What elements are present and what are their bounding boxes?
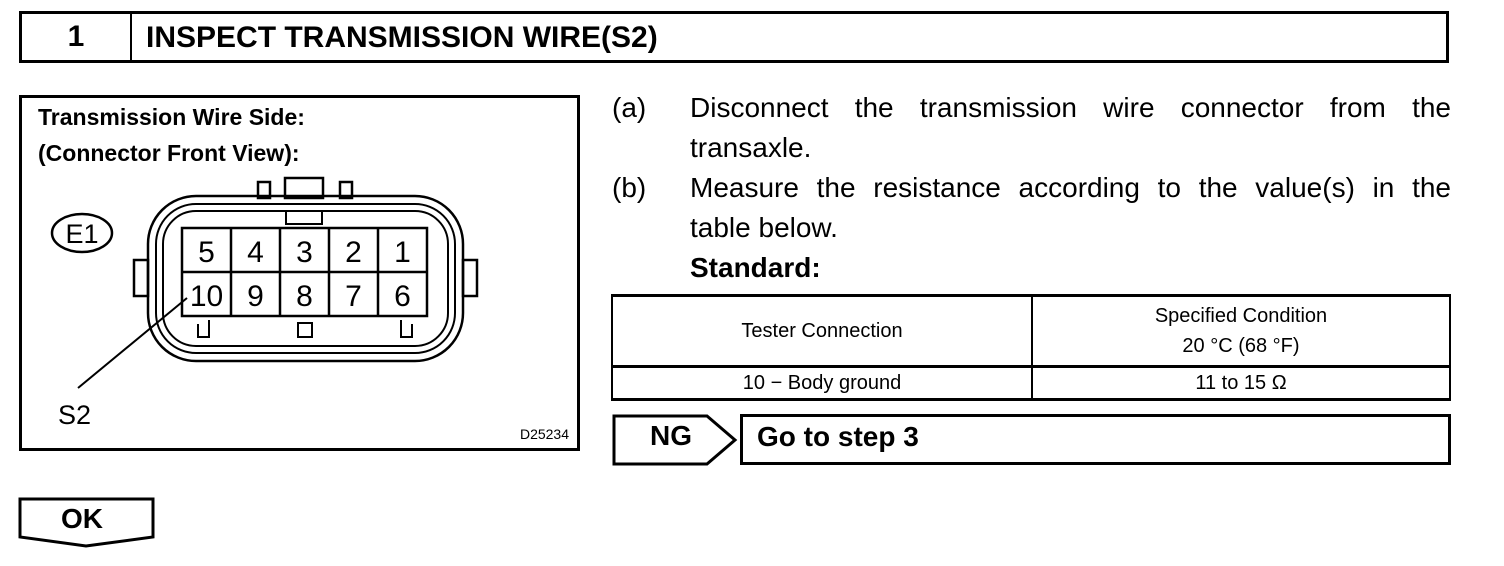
connector-id-badge [50,212,114,254]
spec-table: Tester Connection Specified Condition 20… [611,294,1451,401]
ng-label: NG [650,420,692,451]
connector-diagram: 5 4 3 2 1 10 9 8 7 6 E1 S2 [50,176,479,430]
ok-label: OK [61,503,103,534]
step-title: INSPECT TRANSMISSION WIRE(S2) [146,21,658,54]
table-header-specified-condition: Specified Condition 20 °C (68 °F) [1033,297,1449,368]
connector-tab [256,180,272,200]
pin-label: 5 [198,236,215,269]
pin-label: 1 [394,236,411,269]
connector-housing-inner [162,210,449,347]
pin-label: 10 [190,280,223,313]
pin-label: 9 [247,280,264,313]
pin-label: 8 [296,280,313,313]
instruction-text-b-line1: Measure the resistance according to the … [690,172,1451,203]
step-number: 1 [22,14,132,60]
connector-housing-middle [155,203,456,354]
pin-label: 3 [296,236,313,269]
table-cell-specified-condition: 11 to 15 Ω [1195,372,1287,394]
step-header: 1 INSPECT TRANSMISSION WIRE(S2) [19,11,1449,63]
ok-result-arrow [18,497,155,548]
instruction-label-a: (a) [612,92,647,123]
connector-inner-key [297,322,313,338]
connector-notch-left [197,320,210,338]
table-header-subtext: 20 °C (68 °F) [1182,335,1300,357]
ng-action-box: Go to step 3 [740,414,1451,465]
standard-label: Standard: [690,252,821,283]
connector-id-label: E1 [65,219,98,249]
instruction-text-b-line2: table below. [690,212,838,243]
instruction-label-b: (b) [612,172,647,203]
callout-label: S2 [58,400,91,430]
table-cell-tester-connection: 10 − Body ground [613,368,1033,398]
connector-latch-left [132,258,150,298]
pin-label: 4 [247,236,264,269]
connector-housing-outer [146,194,465,363]
table-header-text: Specified Condition [1154,305,1328,327]
instruction-text-a-line1: Disconnect the transmission wire connect… [690,92,1451,123]
ng-action-text: Go to step 3 [757,421,919,452]
pin-label: 7 [345,280,362,313]
figure-code: D25234 [519,426,569,442]
connector-latch-right [461,258,479,298]
connector-notch-right [400,320,413,338]
connector-tab [338,180,354,200]
figure-title-line1: Transmission Wire Side: [38,104,305,130]
table-header-text: Tester Connection [741,320,903,342]
ng-result-arrow [612,414,738,466]
pin-grid [180,226,429,318]
instruction-text-a-line2: transaxle. [690,132,812,163]
pin-label: 2 [345,236,362,269]
figure-title-line2: (Connector Front View): [38,140,300,166]
connector-figure: 5 4 3 2 1 10 9 8 7 6 E1 S2 Transmission … [19,95,580,451]
callout-leader-line [77,297,188,389]
pin-label: 6 [394,280,411,313]
connector-key [283,176,325,200]
table-header-tester-connection: Tester Connection [613,297,1033,368]
connector-inner-key [285,210,323,225]
